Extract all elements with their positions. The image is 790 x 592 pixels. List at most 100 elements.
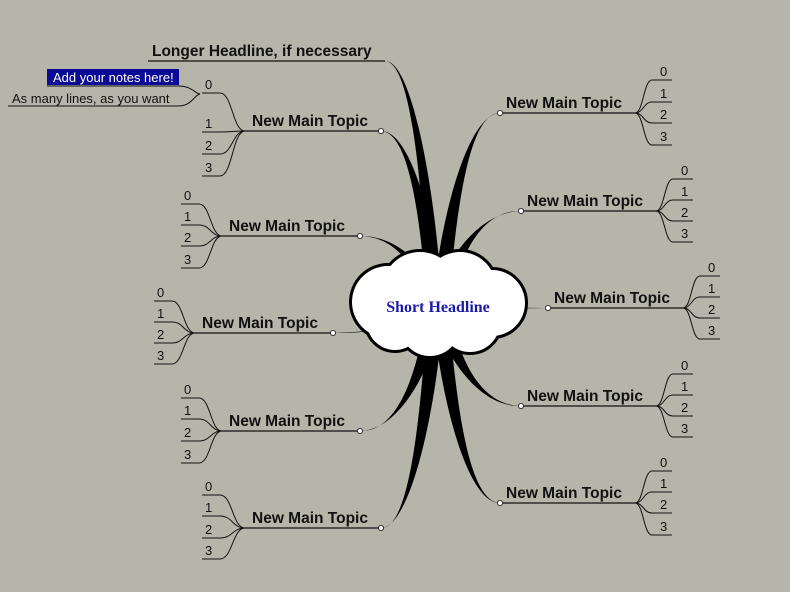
- subtopic[interactable]: 0: [202, 479, 246, 529]
- subtopic-label[interactable]: 0: [184, 188, 191, 203]
- subtopic-label[interactable]: 3: [708, 323, 715, 338]
- topic-label[interactable]: New Main Topic: [506, 95, 622, 112]
- topic-handle[interactable]: [545, 304, 552, 311]
- topic-label[interactable]: New Main Topic: [527, 193, 643, 210]
- subtopic-label[interactable]: 0: [157, 285, 164, 300]
- subtopic[interactable]: 3: [181, 430, 223, 464]
- subtopic-label[interactable]: 1: [184, 403, 191, 418]
- subtopic[interactable]: 0: [655, 163, 693, 212]
- subtopic-label[interactable]: 0: [708, 260, 715, 275]
- subtopic-label[interactable]: 3: [681, 226, 688, 241]
- subtopic-label[interactable]: 1: [681, 184, 688, 199]
- subtopic[interactable]: 3: [202, 130, 246, 177]
- subtopic-label[interactable]: 0: [681, 163, 688, 178]
- subtopic-label[interactable]: 0: [660, 455, 667, 470]
- subtopic-label[interactable]: 2: [157, 327, 164, 342]
- subtopic-label[interactable]: 3: [157, 348, 164, 363]
- subtopic-label[interactable]: 1: [681, 379, 688, 394]
- subtopic[interactable]: 3: [154, 332, 196, 365]
- subtopic[interactable]: 1: [181, 403, 223, 432]
- topic-label[interactable]: New Main Topic: [229, 218, 345, 235]
- right-topic-4[interactable]: New Main Topic 0 1 2 3: [518, 358, 693, 438]
- right-topic-5[interactable]: New Main Topic 0 1 23: [496, 455, 672, 536]
- subtopic-label[interactable]: 1: [157, 306, 164, 321]
- subtopic-label[interactable]: 3: [184, 447, 191, 462]
- subtopic[interactable]: 3: [634, 112, 672, 146]
- topic-handle[interactable]: [377, 525, 384, 532]
- left-topic-4[interactable]: New Main Topic 01 2 3: [181, 382, 363, 464]
- left-topic-5[interactable]: New Main Topic 0 1 2 3: [202, 479, 384, 560]
- subtopic[interactable]: 0: [181, 188, 223, 237]
- subtopic[interactable]: 2: [202, 130, 246, 155]
- topic-handle[interactable]: [329, 329, 336, 336]
- subtopic[interactable]: 3: [655, 210, 693, 243]
- subtopic-label[interactable]: 1: [660, 476, 667, 491]
- subtopic-label[interactable]: 1: [205, 500, 212, 515]
- subtopic-label[interactable]: 2: [205, 138, 212, 153]
- left-topic-3[interactable]: New Main Topic 0 1 2 3: [154, 285, 336, 365]
- subtopic[interactable]: 0: [154, 285, 196, 334]
- subtopic[interactable]: 3: [682, 307, 720, 340]
- subtopic-label[interactable]: 0: [681, 358, 688, 373]
- subtopic-label[interactable]: 3: [681, 421, 688, 436]
- subtopic[interactable]: 0: [634, 64, 672, 114]
- subtopic[interactable]: 1: [655, 379, 693, 407]
- topic-label[interactable]: New Main Topic: [202, 315, 318, 332]
- topic-label[interactable]: New Main Topic: [554, 290, 670, 307]
- topic-handle[interactable]: [518, 402, 525, 409]
- subtopic-label[interactable]: 2: [660, 497, 667, 512]
- subtopic-label[interactable]: 2: [205, 522, 212, 537]
- topic-label[interactable]: New Main Topic: [506, 485, 622, 502]
- subtopic[interactable]: 3: [634, 502, 672, 536]
- subtopic[interactable]: 2: [655, 400, 693, 417]
- subtopic-label[interactable]: 2: [660, 107, 667, 122]
- subtopic[interactable]: 0: [634, 455, 672, 504]
- subtopic[interactable]: 1: [634, 86, 672, 114]
- subtopic[interactable]: 1: [181, 209, 223, 237]
- subtopic[interactable]: 1: [655, 184, 693, 212]
- subtopic[interactable]: 0: [181, 382, 223, 432]
- right-topic-1[interactable]: New Main Topic 01 23: [496, 64, 672, 146]
- subtopic[interactable]: 0: [202, 77, 246, 132]
- subtopic-label[interactable]: 1: [708, 281, 715, 296]
- topic-handle[interactable]: [496, 499, 503, 506]
- notes[interactable]: Add your notes here! As many lines, as y…: [8, 69, 201, 107]
- central-topic-cloud[interactable]: [349, 249, 528, 359]
- subtopic[interactable]: 2: [682, 302, 720, 319]
- subtopic[interactable]: 1: [202, 500, 246, 529]
- topic-label[interactable]: New Main Topic: [229, 413, 345, 430]
- subtopic-label[interactable]: 0: [205, 77, 212, 92]
- subtopic-label[interactable]: 3: [205, 160, 212, 175]
- subtopic-label[interactable]: 2: [184, 425, 191, 440]
- subtopic[interactable]: 1: [202, 116, 246, 133]
- central-topic-label[interactable]: Short Headline: [386, 299, 490, 316]
- subtopic[interactable]: 3: [655, 405, 693, 438]
- subtopic[interactable]: 2: [655, 205, 693, 222]
- subtopic[interactable]: 3: [202, 527, 246, 560]
- topic-handle[interactable]: [518, 207, 525, 214]
- note-line-1[interactable]: Add your notes here!: [53, 70, 174, 85]
- subtopic[interactable]: 1: [682, 281, 720, 309]
- subtopic-label[interactable]: 2: [708, 302, 715, 317]
- subtopic-label[interactable]: 0: [205, 479, 212, 494]
- topic-handle[interactable]: [356, 427, 363, 434]
- right-topic-3[interactable]: New Main Topic 0 1 2 3: [545, 260, 720, 340]
- left-topic-1[interactable]: New Main Topic 0 1 2 3: [202, 77, 384, 177]
- subtopic-label[interactable]: 2: [681, 400, 688, 415]
- topic-handle[interactable]: [496, 110, 503, 117]
- subtopic[interactable]: 1: [154, 306, 196, 334]
- headline-topic[interactable]: Longer Headline, if necessary: [148, 43, 385, 62]
- headline-label[interactable]: Longer Headline, if necessary: [152, 43, 372, 60]
- topic-label[interactable]: New Main Topic: [252, 510, 368, 527]
- subtopic[interactable]: 1: [634, 476, 672, 504]
- subtopic-label[interactable]: 1: [660, 86, 667, 101]
- subtopic[interactable]: 0: [655, 358, 693, 407]
- topic-label[interactable]: New Main Topic: [527, 388, 643, 405]
- topic-label[interactable]: New Main Topic: [252, 113, 368, 130]
- right-topic-2[interactable]: New Main Topic 0 1 2 3: [518, 163, 693, 243]
- topic-handle[interactable]: [377, 127, 384, 134]
- subtopic-label[interactable]: 3: [205, 543, 212, 558]
- subtopic-label[interactable]: 1: [184, 209, 191, 224]
- subtopic[interactable]: 0: [682, 260, 720, 309]
